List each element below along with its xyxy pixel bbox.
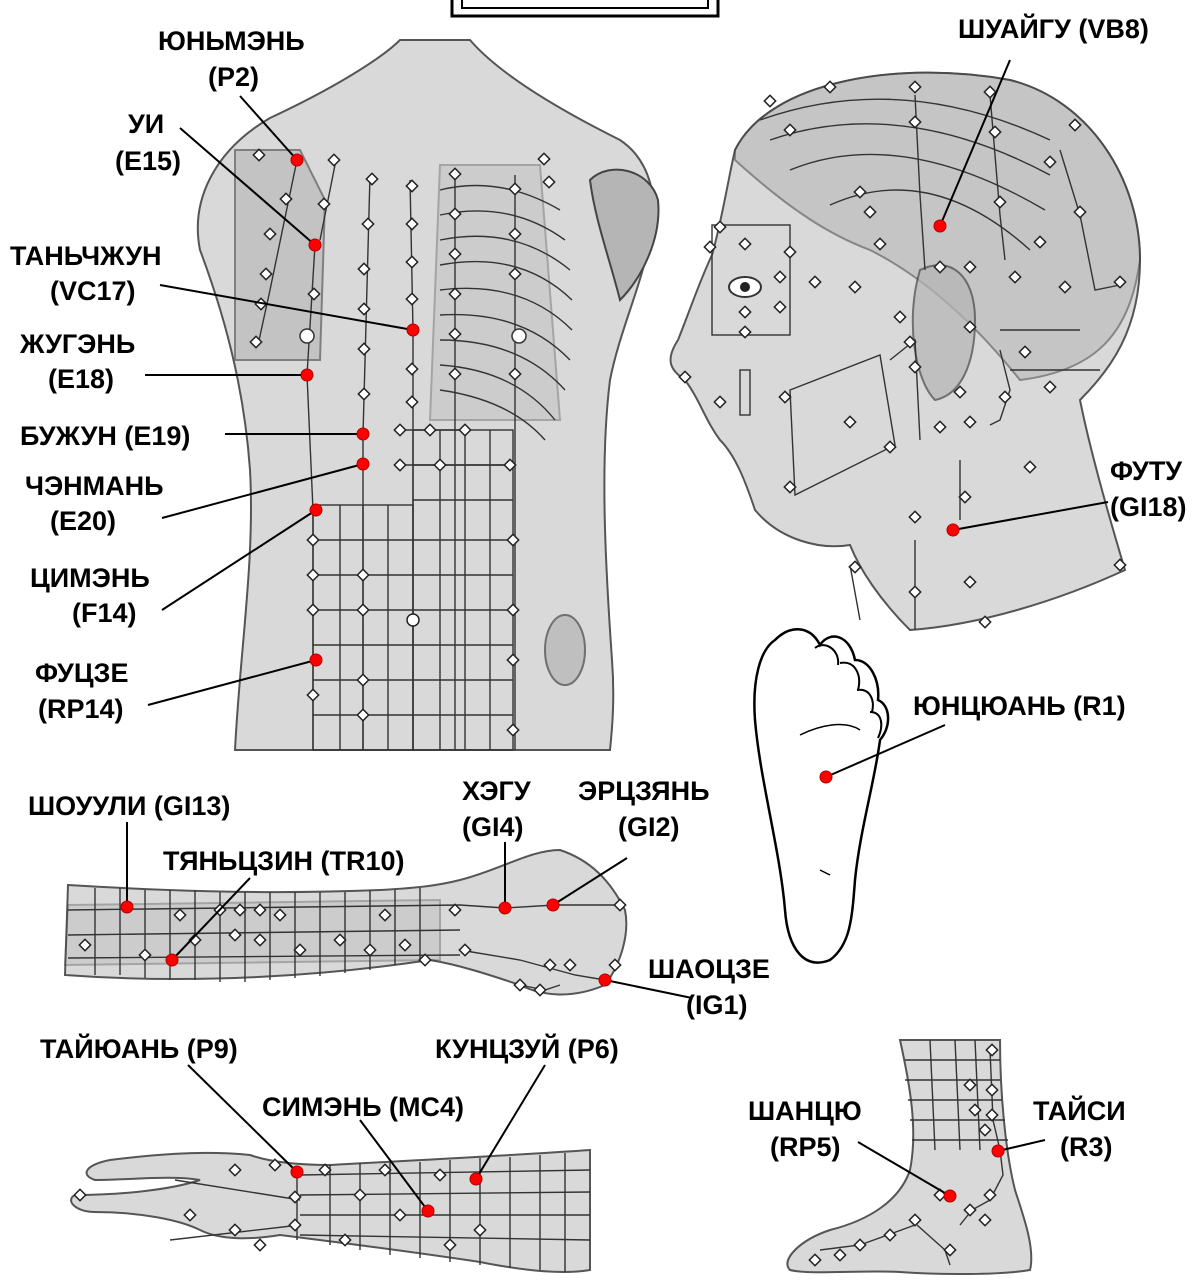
label-ui: УИ xyxy=(128,109,164,139)
label-e18: (E18) xyxy=(48,364,114,394)
label-yunmen: ЮНЬМЭНЬ xyxy=(158,26,305,56)
acupoint-rp5[interactable] xyxy=(944,1190,956,1202)
acupoint-e18[interactable] xyxy=(301,369,313,381)
label-p9: ТАЙЮАНЬ (P9) xyxy=(40,1033,238,1064)
acupoint-p6[interactable] xyxy=(470,1173,482,1185)
acupoint-e20[interactable] xyxy=(357,458,369,470)
label-futu: ФУТУ xyxy=(1110,456,1183,486)
acupoint-tr10[interactable] xyxy=(166,954,178,966)
label-p2: (P2) xyxy=(208,62,259,92)
label-taixi: ТАЙСИ xyxy=(1033,1095,1126,1126)
arm-palmar-figure xyxy=(71,1150,590,1272)
acupoint-gi18[interactable] xyxy=(947,524,959,536)
acupoint-p2[interactable] xyxy=(291,154,303,166)
label-ig1: (IG1) xyxy=(686,990,748,1020)
acupoint-mc4[interactable] xyxy=(422,1205,434,1217)
label-zhugen: ЖУГЭНЬ xyxy=(19,329,135,359)
label-tr10: ТЯНЬЦЗИН (TR10) xyxy=(163,846,405,876)
label-qimen: ЦИМЭНЬ xyxy=(30,563,150,593)
label-fuze: ФУЦЗЕ xyxy=(35,658,128,688)
acupoint-gi4[interactable] xyxy=(499,902,511,914)
acupoint-gi2[interactable] xyxy=(547,899,559,911)
acupoint-e15[interactable] xyxy=(309,239,321,251)
label-gi13: ШОУУЛИ (GI13) xyxy=(28,791,230,821)
torso-figure xyxy=(198,40,659,750)
label-tanzhun: ТАНЬЧЖУН xyxy=(10,241,162,271)
label-r1: ЮНЦЮАНЬ (R1) xyxy=(913,691,1126,721)
acupoint-gi13[interactable] xyxy=(121,901,133,913)
label-e15: (E15) xyxy=(115,146,181,176)
label-gi18: (GI18) xyxy=(1110,492,1187,522)
acupoint-e19[interactable] xyxy=(357,428,369,440)
label-gi2: (GI2) xyxy=(618,812,680,842)
label-vc17: (VC17) xyxy=(50,276,136,306)
foot-sole-figure xyxy=(754,629,888,962)
label-e20: (E20) xyxy=(50,506,116,536)
label-e19: БУЖУН (E19) xyxy=(20,421,190,451)
label-vb8: ШУАЙГУ (VB8) xyxy=(958,13,1149,44)
head-figure xyxy=(671,73,1140,630)
label-shaoze: ШАОЦЗЕ xyxy=(648,954,770,984)
label-p6: КУНЦЗУЙ (P6) xyxy=(435,1033,619,1064)
acupoint-f14[interactable] xyxy=(310,504,322,516)
acupoint-ig1[interactable] xyxy=(599,974,611,986)
acupoint-vc17[interactable] xyxy=(407,324,419,336)
label-hegu: ХЭГУ xyxy=(462,776,532,806)
label-mc4: СИМЭНЬ (MC4) xyxy=(262,1092,464,1122)
label-rp14: (RP14) xyxy=(38,694,124,724)
acupoint-r1[interactable] xyxy=(820,771,832,783)
label-erjian: ЭРЦЗЯНЬ xyxy=(578,776,710,806)
label-f14: (F14) xyxy=(72,598,137,628)
label-r3: (R3) xyxy=(1060,1132,1113,1162)
label-rp5: (RP5) xyxy=(770,1132,841,1162)
acupoint-vb8[interactable] xyxy=(934,220,946,232)
acupoint-p9[interactable] xyxy=(291,1166,303,1178)
acupoint-r3[interactable] xyxy=(992,1145,1004,1157)
acupoint-rp14[interactable] xyxy=(310,654,322,666)
label-gi4: (GI4) xyxy=(462,812,524,842)
label-shanqiu: ШАНЦЮ xyxy=(748,1096,862,1126)
label-chenman: ЧЭНМАНЬ xyxy=(25,471,164,501)
